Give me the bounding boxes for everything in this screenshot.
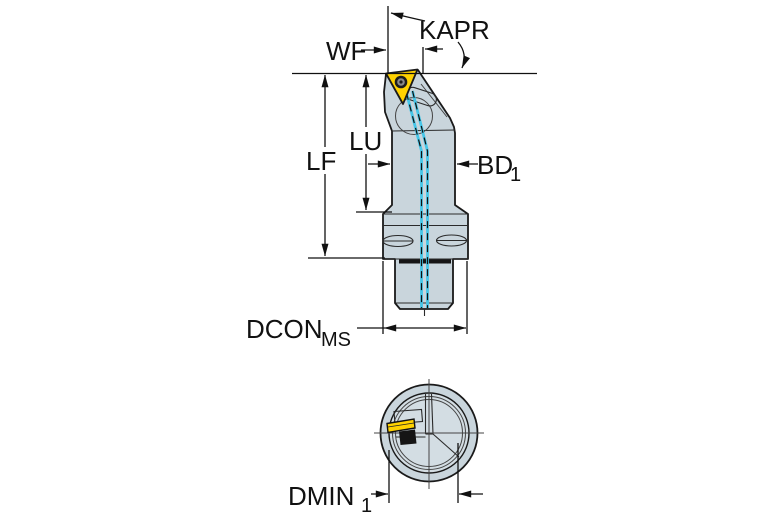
end-insert-edge <box>387 422 415 428</box>
bd1-label-subscript: 1 <box>510 164 521 186</box>
end-view <box>374 379 484 489</box>
center-lines <box>374 379 484 489</box>
side-view <box>382 68 469 316</box>
end-clamp-shadow <box>399 429 417 445</box>
coolant-channels <box>405 90 429 308</box>
shank-groove-band <box>399 259 451 264</box>
dcon-label-subscript: MS <box>321 329 351 351</box>
lu-label-bg <box>345 127 387 154</box>
kapr-label: KAPR <box>419 15 490 45</box>
end-clamp <box>393 408 424 425</box>
dmin-label: DMIN <box>288 481 354 511</box>
bd1-label: BD <box>477 150 513 180</box>
insert-screw <box>394 75 408 89</box>
wf-label: WF <box>326 36 366 66</box>
dcon-label: DCON <box>246 314 323 344</box>
end-insert <box>386 418 416 434</box>
dmin-label-subscript: 1 <box>361 495 372 517</box>
flange-slot-right <box>435 234 468 247</box>
dimension-annotations: KAPR WF LF LU BD 1 DCON MS DMIN 1 <box>246 6 537 517</box>
tool-body <box>382 69 469 310</box>
lu-label: LU <box>349 126 382 156</box>
lf-label-bg <box>302 147 344 174</box>
kapr-leader-upper <box>390 12 426 22</box>
kapr-leader-lower <box>457 41 471 69</box>
lf-label: LF <box>306 146 336 176</box>
head-face-edge <box>420 83 448 118</box>
flange-slot-left <box>382 234 414 248</box>
